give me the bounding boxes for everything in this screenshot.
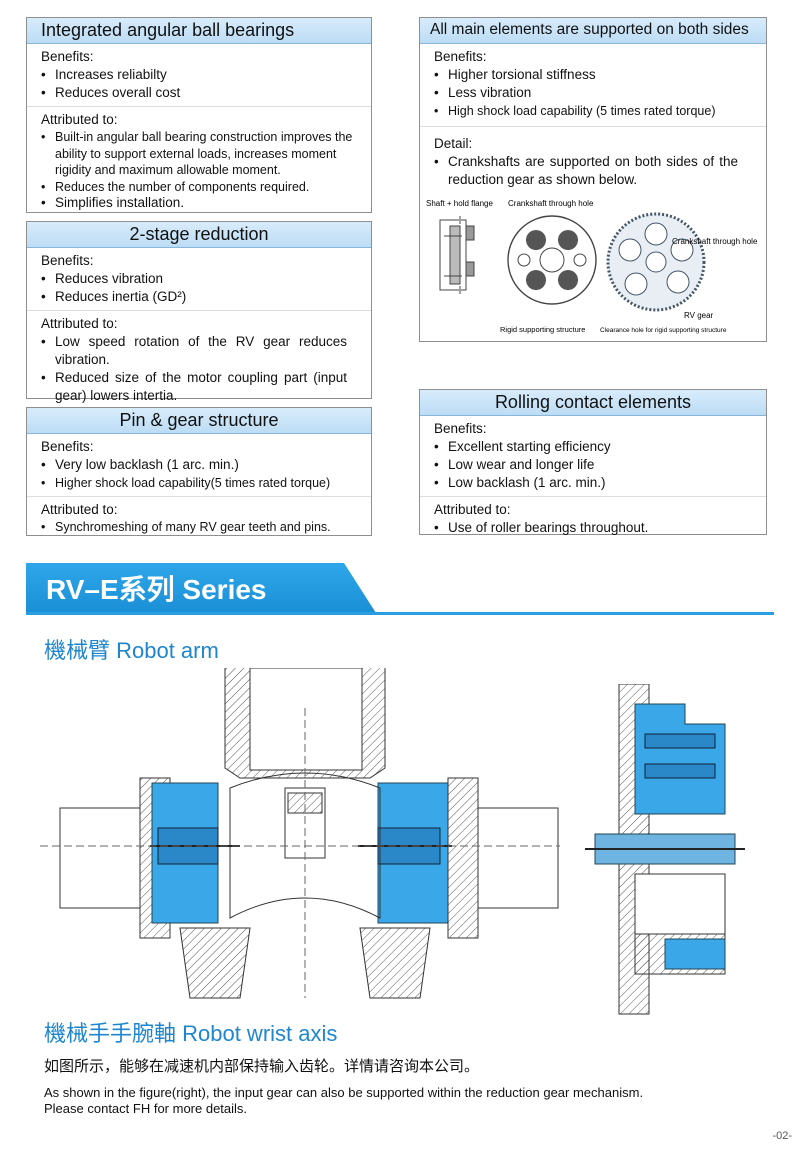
attributed-label: Attributed to: (41, 112, 118, 127)
box-pin-gear-structure: Pin & gear structure Benefits: Very low … (26, 407, 372, 536)
benefits-list: Higher torsional stiffness Less vibratio… (420, 66, 766, 120)
box-title: All main elements are supported on both … (420, 18, 766, 44)
list-item: Simplifies installation. (41, 195, 359, 212)
box-title: Pin & gear structure (27, 408, 371, 434)
attributed-label: Attributed to: (41, 316, 118, 331)
series-underline (26, 612, 774, 615)
list-item: Higher torsional stiffness (434, 66, 754, 84)
box-title: Rolling contact elements (420, 390, 766, 416)
list-item: Less vibration (434, 84, 754, 102)
box-2-stage-reduction: 2-stage reduction Benefits: Reduces vibr… (26, 221, 372, 403)
benefits-label: Benefits: (434, 49, 487, 64)
attributed-list: Use of roller bearings throughout. (420, 519, 766, 537)
label-rigid: Rigid supporting structure (500, 325, 585, 334)
attributed-list: Built-in angular ball bearing constructi… (27, 129, 371, 212)
list-item: Reduces inertia (GD²) (41, 288, 359, 306)
list-item: Reduces overall cost (41, 84, 359, 102)
detail-list: Crankshafts are supported on both sides … (420, 153, 766, 189)
list-item: High shock load capability (5 times rate… (434, 102, 754, 120)
box-title: 2-stage reduction (27, 222, 371, 248)
list-item: Crankshafts are supported on both sides … (434, 153, 738, 189)
benefits-list: Excellent starting efficiency Low wear a… (420, 438, 766, 492)
benefits-list: Increases reliabilty Reduces overall cos… (27, 66, 371, 102)
benefits-list: Reduces vibration Reduces inertia (GD²) (27, 270, 371, 306)
attributed-list: Low speed rotation of the RV gear reduce… (27, 333, 371, 405)
page-number: -02- (772, 1130, 792, 1142)
list-item: Low wear and longer life (434, 456, 754, 474)
label-shaft: Shaft + hold flange (426, 199, 493, 208)
label-clearance: Clearance hole for rigid supporting stru… (600, 327, 727, 334)
benefits-label: Benefits: (41, 253, 94, 268)
body-text-en-line1: As shown in the figure(right), the input… (44, 1085, 644, 1100)
list-item: Increases reliabilty (41, 66, 359, 84)
attributed-list: Synchromeshing of many RV gear teeth and… (27, 519, 371, 536)
list-item: Low backlash (1 arc. min.) (434, 474, 754, 492)
benefits-list: Very low backlash (1 arc. min.) Higher s… (27, 456, 371, 492)
label-crank-hole-right: Crankshaft through hole (672, 237, 758, 246)
robot-arm-heading: 機械臂 Robot arm (44, 638, 219, 663)
series-title: RV–E系列 Series (46, 574, 267, 605)
crankshaft-support-diagram: Shaft + hold flange Crankshaft through h… (426, 199, 758, 334)
list-item: Synchromeshing of many RV gear teeth and… (41, 519, 359, 536)
detail-label: Detail: (434, 136, 473, 151)
box-title: Integrated angular ball bearings (27, 18, 371, 44)
robot-wrist-drawing (585, 684, 745, 1015)
list-item: Higher shock load capability(5 times rat… (41, 474, 359, 492)
list-item: Use of roller bearings throughout. (434, 519, 754, 537)
list-item: Very low backlash (1 arc. min.) (41, 456, 359, 474)
body-text-cn: 如图所示，能够在减速机内部保持输入齿轮。详情请咨询本公司。 (44, 1058, 480, 1075)
benefits-label: Benefits: (41, 439, 94, 454)
list-item: Low speed rotation of the RV gear reduce… (41, 333, 347, 369)
list-item: Built-in angular ball bearing constructi… (41, 129, 359, 179)
label-crank-hole: Crankshaft through hole (508, 199, 594, 208)
benefits-label: Benefits: (41, 49, 94, 64)
box-integrated-bearings: Integrated angular ball bearings Benefit… (26, 17, 372, 213)
box-supported-both-sides: All main elements are supported on both … (419, 17, 767, 342)
robot-wrist-heading: 機械手手腕軸 Robot wrist axis (44, 1021, 338, 1046)
benefits-label: Benefits: (434, 421, 487, 436)
series-banner: RV–E系列 Series (26, 563, 376, 613)
label-rv-gear: RV gear (684, 311, 714, 320)
body-text-en-line2: Please contact FH for more details. (44, 1101, 248, 1116)
attributed-label: Attributed to: (41, 502, 118, 517)
box-rolling-contact: Rolling contact elements Benefits: Excel… (419, 389, 767, 537)
list-item: Excellent starting efficiency (434, 438, 754, 456)
attributed-label: Attributed to: (434, 502, 511, 517)
list-item: Reduces the number of components require… (41, 179, 359, 196)
list-item: Reduces vibration (41, 270, 359, 288)
body-text-en: As shown in the figure(right), the input… (44, 1085, 744, 1117)
list-item: Reduced size of the motor coupling part … (41, 369, 347, 405)
robot-arm-drawing (40, 668, 560, 999)
